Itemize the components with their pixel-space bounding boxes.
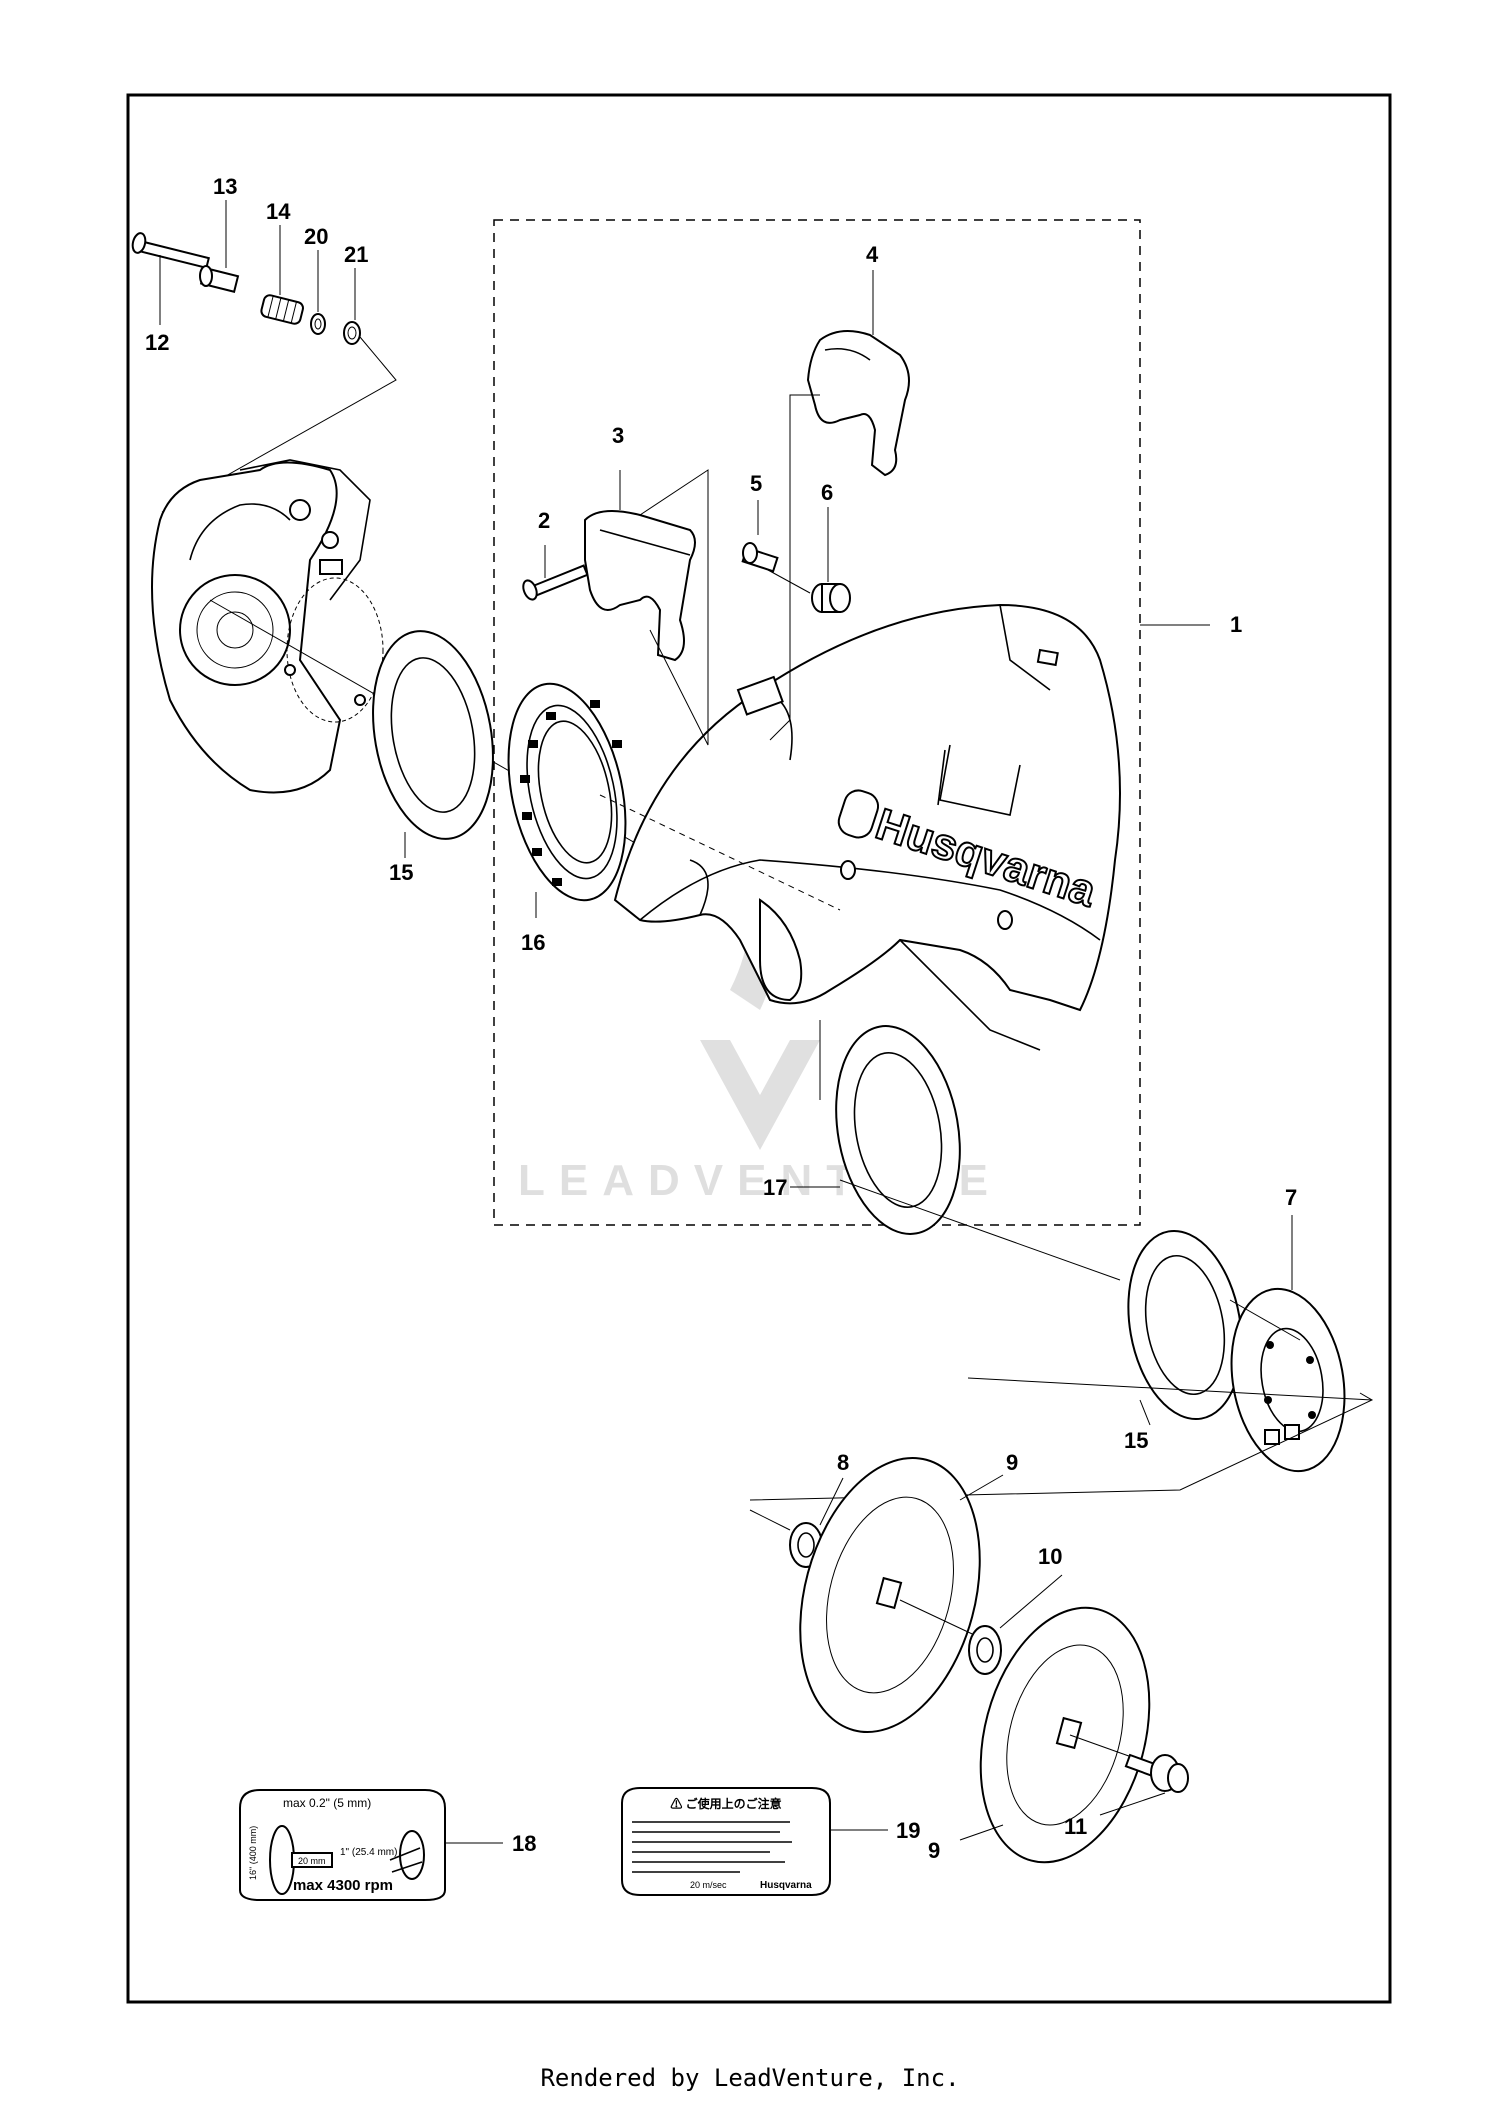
decal-18-diameter: 16" (400 mm)	[248, 1826, 258, 1880]
callout-13: 13	[213, 174, 237, 199]
washer-15-right	[1127, 1229, 1243, 1426]
washer-10	[968, 1574, 1063, 1675]
callout-11: 11	[1064, 1814, 1087, 1839]
callout-8: 8	[837, 1450, 849, 1475]
washer-17	[790, 1020, 1121, 1281]
decal-18: max 0.2" (5 mm) 16" (400 mm) 20 mm 1" (2…	[239, 1789, 503, 1901]
washer-15-left	[372, 630, 494, 858]
decal-19-heading: ⚠ ご使用上のご注意	[670, 1796, 781, 1811]
callout-2: 2	[538, 508, 550, 533]
callout-1: 1	[1230, 612, 1242, 637]
pin-assembly	[131, 232, 397, 513]
callout-21: 21	[344, 242, 368, 267]
handle-3	[584, 469, 709, 746]
blade-9-lower	[959, 1606, 1151, 1864]
decal-18-max-offset: max 0.2" (5 mm)	[283, 1796, 371, 1810]
callout-12: 12	[145, 330, 169, 355]
blade-9-upper	[799, 1456, 1004, 1734]
callout-19: 19	[896, 1818, 920, 1843]
blade-guard-1: Husqvarna	[599, 603, 1121, 1051]
callout-15b: 15	[1124, 1428, 1148, 1453]
decal-18-arbor: 1" (25.4 mm)	[340, 1847, 397, 1858]
callout-5: 5	[750, 471, 762, 496]
callout-15a: 15	[389, 860, 413, 885]
callout-17: 17	[763, 1175, 787, 1200]
bolt-5	[741, 500, 779, 573]
bearing-ring-16	[507, 682, 627, 918]
callout-14: 14	[266, 199, 291, 224]
callout-18: 18	[512, 1831, 536, 1856]
diagram-frame	[126, 93, 1392, 2004]
callout-9b: 9	[928, 1838, 940, 1863]
callout-3: 3	[612, 423, 624, 448]
footer-credit: Rendered by LeadVenture, Inc.	[540, 2064, 960, 2092]
spacer-6	[767, 507, 851, 613]
callout-9a: 9	[1006, 1450, 1018, 1475]
decal-19-brand: Husqvarna	[760, 1880, 812, 1891]
bolt-11	[1069, 1734, 1189, 1816]
assembly-boundary	[493, 219, 1141, 1226]
decal-18-rpm: max 4300 rpm	[293, 1877, 393, 1894]
callout-4: 4	[866, 242, 879, 267]
callout-6: 6	[821, 480, 833, 505]
guard-handle-4	[769, 270, 910, 741]
callout-16: 16	[521, 930, 545, 955]
decal-18-width: 20 mm	[298, 1856, 326, 1866]
callout-7: 7	[1285, 1185, 1297, 1210]
callouts: 1 2 3 4 5 6 7 8 9 9 10 11 12 13 14 15 15…	[145, 174, 1297, 1863]
callout-20: 20	[304, 224, 328, 249]
screw-2	[522, 545, 589, 601]
decal-19: ⚠ ご使用上のご注意 20 m/sec Husqvarna	[621, 1787, 888, 1896]
decal-19-size: 20 m/sec	[690, 1880, 727, 1890]
callout-10: 10	[1038, 1544, 1062, 1569]
